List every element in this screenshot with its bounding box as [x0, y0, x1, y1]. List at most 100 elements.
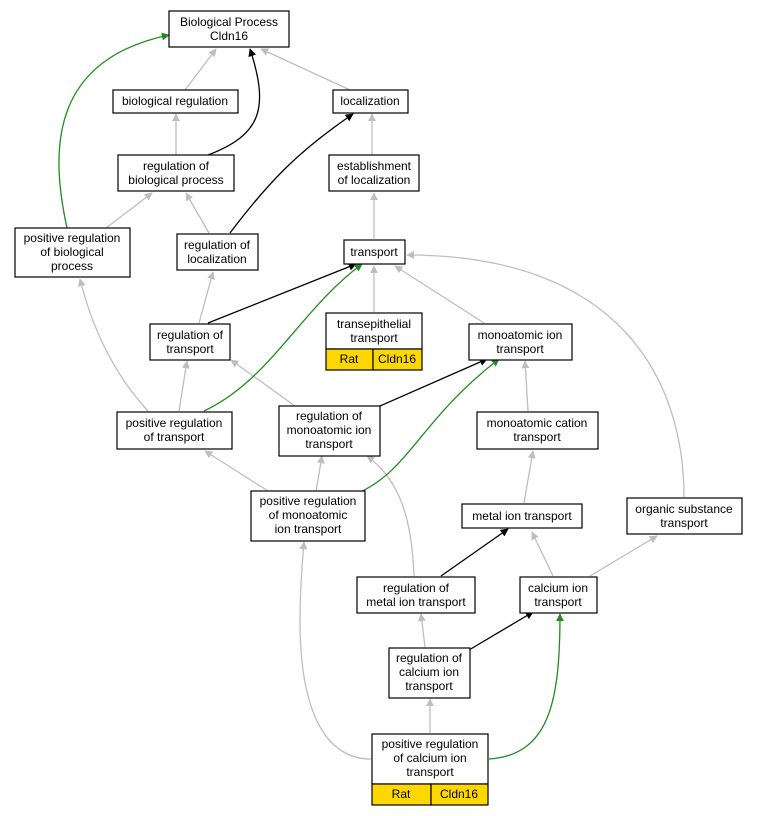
node-box — [112, 89, 239, 114]
node-regulation-of-localization[interactable]: regulation of localization — [176, 233, 259, 271]
edge-positive-regulation-of-transport-to-positive-regulation-of-biological-process — [77, 278, 149, 412]
node-label-line: transepithelial — [337, 317, 411, 331]
node-transport[interactable]: transport — [343, 239, 406, 265]
node-box — [468, 323, 573, 361]
node-positive-regulation-of-monoatomic-ion-transport[interactable]: positive regulation of monoatomic ion tr… — [250, 490, 366, 542]
node-regulation-of-metal-ion-transport[interactable]: regulation of metal ion transport — [356, 576, 476, 614]
edge-positive-regulation-of-biological-process-positively-regulates-biological-process — [58, 32, 170, 229]
node-label-line: localization — [187, 252, 246, 266]
node-label-line: monoatomic ion — [287, 423, 372, 437]
node-regulation-of-calcium-ion-transport[interactable]: regulation of calcium ion transport — [388, 647, 471, 699]
node-label-line: positive regulation — [260, 494, 357, 508]
node-label-line: metal ion transport — [472, 509, 572, 523]
node-box — [250, 490, 366, 542]
node-establishment-of-localization[interactable]: establishment of localization — [328, 154, 420, 192]
edge-regulation-of-monoatomic-ion-transport-to-regulation-of-transport — [230, 359, 296, 407]
node-label-line: positive regulation — [24, 231, 121, 245]
node-label-line: of transport — [144, 430, 205, 444]
node-regulation-of-biological-process[interactable]: regulation of biological process — [117, 154, 235, 192]
edge-regulation-of-biological-process-regulates-biological-process — [207, 48, 261, 156]
node-label-line: transport — [350, 331, 398, 345]
node-label-line: of localization — [338, 173, 411, 187]
node-label-line: metal ion transport — [366, 595, 466, 609]
node-biological-regulation[interactable]: biological regulation — [112, 89, 239, 114]
node-label-line: organic substance — [635, 502, 733, 516]
node-box — [343, 239, 406, 265]
node-monoatomic-ion-transport[interactable]: monoatomic ion transport — [468, 323, 573, 361]
node-positive-regulation-of-calcium-ion-transport[interactable]: positive regulation of calcium ion trans… — [371, 733, 489, 806]
node-label-line: transport — [513, 430, 561, 444]
node-label-line: transport — [305, 437, 353, 451]
node-label-line: regulation of — [296, 409, 363, 423]
node-box — [519, 576, 598, 614]
node-box — [149, 323, 231, 361]
node-label-line: biological process — [128, 173, 223, 187]
annotation-gene: Cldn16 — [378, 352, 416, 366]
node-organic-substance-transport[interactable]: organic substance transport — [626, 497, 743, 535]
node-label-line: calcium ion — [399, 665, 459, 679]
node-monoatomic-cation-transport[interactable]: monoatomic cation transport — [476, 411, 599, 450]
node-label-line: localization — [340, 94, 399, 108]
node-box — [116, 411, 233, 450]
node-label-line: of biological — [40, 245, 103, 259]
edge-positive-regulation-of-monoatomic-ion-transport-positively-regulates-monoatomic-ion-transport — [357, 358, 500, 494]
node-label-line: establishment — [337, 159, 412, 173]
node-localization[interactable]: localization — [332, 89, 409, 114]
node-regulation-of-monoatomic-ion-transport[interactable]: regulation of monoatomic ion transport — [278, 405, 381, 457]
node-box — [14, 227, 131, 278]
node-label-line: monoatomic cation — [487, 416, 588, 430]
node-regulation-of-transport[interactable]: regulation of transport — [149, 323, 231, 361]
edge-regulation-of-metal-ion-transport-to-regulation-of-monoatomic-ion-transport — [366, 455, 415, 577]
edge-calcium-ion-transport-to-organic-substance-transport — [589, 535, 658, 577]
node-box — [176, 233, 259, 271]
edge-biological-regulation-to-biological-process — [184, 48, 217, 91]
node-label-line: monoatomic ion — [478, 328, 563, 342]
node-label-line: calcium ion — [528, 581, 588, 595]
node-box — [328, 154, 420, 192]
edge-positive-regulation-of-monoatomic-ion-transport-to-regulation-of-monoatomic-ion-transport — [315, 455, 325, 492]
annotation-cell-gene — [430, 783, 489, 806]
node-label-line: Cldn16 — [210, 29, 248, 43]
node-positive-regulation-of-transport[interactable]: positive regulation of transport — [116, 411, 233, 450]
edge-localization-to-biological-process — [260, 48, 351, 91]
node-label-line: transport — [496, 342, 544, 356]
edge-positive-regulation-of-transport-to-regulation-of-transport — [178, 360, 190, 412]
node-box — [626, 497, 743, 535]
node-biological-process[interactable]: Biological Process Cldn16 — [168, 10, 290, 48]
node-calcium-ion-transport[interactable]: calcium ion transport — [519, 576, 598, 614]
edge-monoatomic-ion-transport-to-transport — [394, 265, 485, 324]
node-label-line: regulation of — [383, 581, 450, 595]
node-box — [332, 89, 409, 114]
node-box — [325, 312, 423, 350]
node-label-line: of monoatomic — [269, 508, 348, 522]
edge-metal-ion-transport-to-monoatomic-cation-transport — [523, 450, 536, 504]
node-positive-regulation-of-biological-process[interactable]: positive regulation of biological proces… — [14, 227, 131, 278]
edge-regulation-of-localization-to-regulation-of-biological-process — [185, 192, 210, 234]
edge-positive-regulation-of-monoatomic-ion-transport-to-positive-regulation-of-transport — [204, 450, 269, 492]
edge-positive-regulation-of-transport-positively-regulates-transport — [203, 263, 363, 412]
node-label-line: transport — [350, 245, 398, 259]
edge-regulation-of-localization-regulates-localization — [229, 113, 354, 234]
annotation-species: Rat — [392, 787, 411, 801]
edge-monoatomic-cation-transport-to-monoatomic-ion-transport — [521, 360, 530, 412]
node-label-line: regulation of — [396, 651, 463, 665]
node-box — [168, 10, 290, 48]
node-label-line: transport — [405, 679, 453, 693]
node-label-line: transport — [660, 516, 708, 530]
edge-regulation-of-calcium-ion-transport-regulates-calcium-ion-transport — [468, 611, 534, 651]
edge-positive-regulation-of-biological-process-to-regulation-of-biological-process — [105, 192, 153, 229]
node-label-line: ion transport — [275, 522, 342, 536]
node-transepithelial-transport[interactable]: transepithelial transport Rat Cldn16 — [325, 312, 423, 371]
edge-calcium-ion-transport-to-metal-ion-transport — [531, 531, 554, 577]
edges-layer — [58, 32, 685, 760]
node-metal-ion-transport[interactable]: metal ion transport — [461, 503, 583, 529]
node-label-line: transport — [406, 765, 454, 779]
edge-regulation-of-transport-to-regulation-of-localization — [198, 271, 215, 324]
edge-regulation-of-metal-ion-transport-regulates-metal-ion-transport — [440, 528, 509, 577]
annotation-cell-gene — [372, 348, 423, 371]
node-label-line: regulation of — [157, 328, 224, 342]
node-label-line: transport — [166, 342, 214, 356]
node-label-line: Biological Process — [180, 15, 278, 29]
node-label-line: regulation of — [143, 159, 210, 173]
